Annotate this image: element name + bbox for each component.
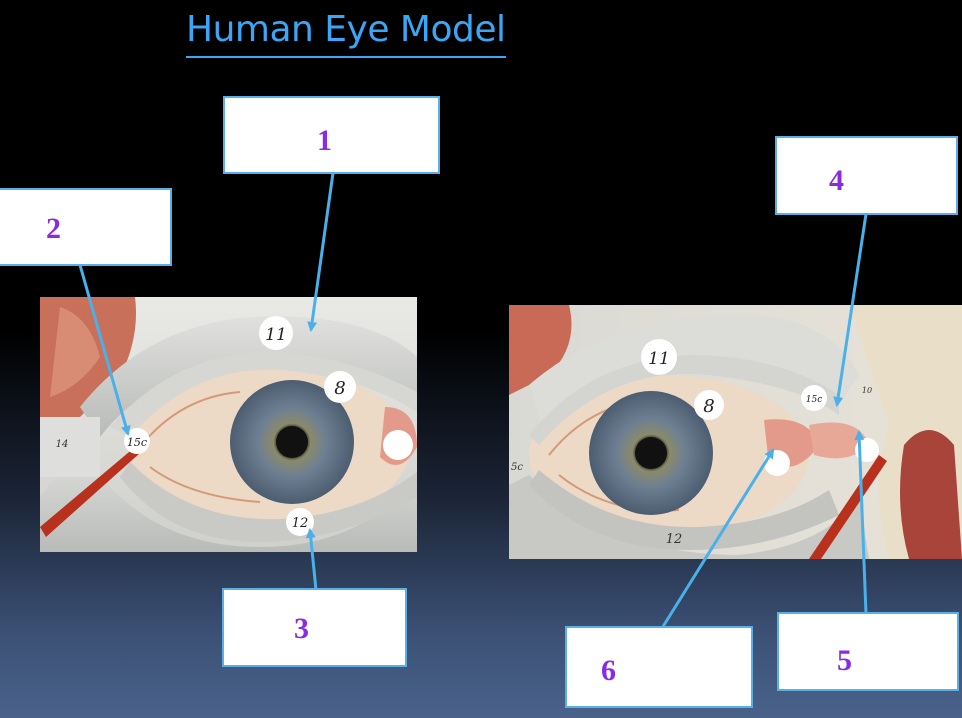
marker-11: 11 xyxy=(265,325,287,345)
label-number-6: 6 xyxy=(601,654,616,687)
marker-10: 10 xyxy=(862,386,872,395)
label-box-4[interactable]: 4 xyxy=(775,136,958,215)
eye-model-photo-side: 11 8 12 15c 10 5c xyxy=(509,305,962,559)
label-box-1[interactable]: 1 xyxy=(223,96,440,174)
marker-8: 8 xyxy=(703,396,714,417)
marker-12: 12 xyxy=(666,532,683,547)
label-number-3: 3 xyxy=(294,612,309,645)
eye-model-photo-front: 11 8 14 15c 12 xyxy=(40,297,417,552)
marker-15c: 15c xyxy=(127,436,147,449)
label-box-3[interactable]: 3 xyxy=(222,588,407,667)
label-box-5[interactable]: 5 xyxy=(777,612,959,691)
label-number-1: 1 xyxy=(317,124,332,157)
label-number-2: 2 xyxy=(46,212,61,245)
label-number-4: 4 xyxy=(829,164,844,197)
marker-5c: 5c xyxy=(511,462,523,473)
label-box-6[interactable]: 6 xyxy=(565,626,753,708)
label-box-2[interactable]: 2 xyxy=(0,188,172,266)
marker-14: 14 xyxy=(56,439,69,450)
page-title: Human Eye Model xyxy=(186,8,506,58)
label-number-5: 5 xyxy=(837,644,852,677)
marker-15c: 15c xyxy=(806,395,823,405)
marker-11: 11 xyxy=(648,349,670,369)
marker-12: 12 xyxy=(292,516,309,531)
marker-8: 8 xyxy=(334,378,345,399)
